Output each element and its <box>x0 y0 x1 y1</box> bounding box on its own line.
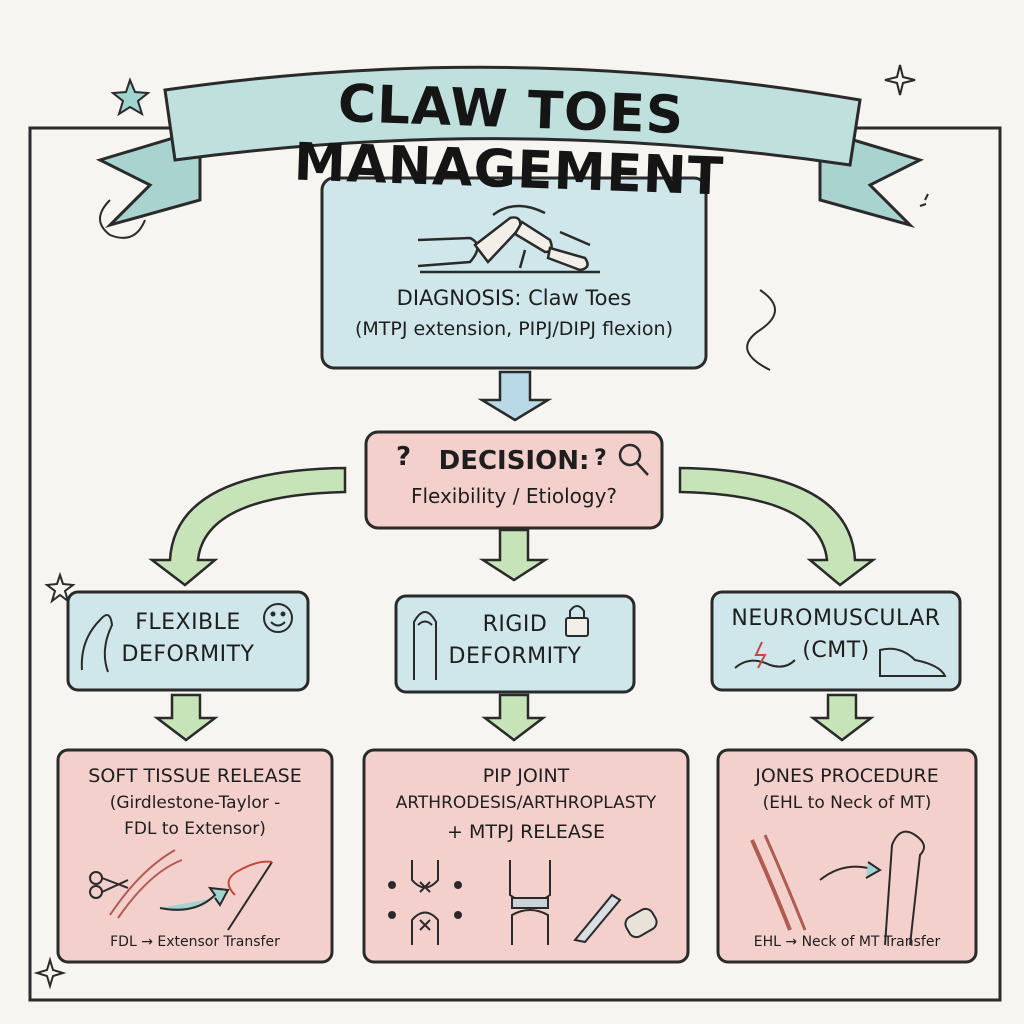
decision-box-shape <box>364 430 664 530</box>
scissors-tendon-icon <box>89 849 183 919</box>
rigid-deformity-box: RIGID DEFORMITY <box>396 596 634 692</box>
question-icon: ? <box>396 442 412 472</box>
procedure-title: PIP JOINT <box>482 765 570 787</box>
jones-procedure-box: JONES PROCEDURE (EHL to Neck of MT) EHL … <box>718 750 976 962</box>
smiley-icon <box>263 603 293 633</box>
category-label: DEFORMITY <box>448 644 582 669</box>
procedure-detail: FDL to Extensor) <box>124 819 266 839</box>
arrow-decision-to-flexible <box>148 466 347 587</box>
scalpel-icon <box>573 893 658 944</box>
decorative-doodles <box>33 64 929 990</box>
bent-toe-icon <box>80 614 114 673</box>
procedure-title: JONES PROCEDURE <box>755 765 939 787</box>
lock-icon <box>565 605 589 637</box>
arrow-decision-to-rigid <box>478 528 550 582</box>
decision-title: DECISION: <box>438 446 590 476</box>
release-box-shape <box>56 748 334 964</box>
arthrodesis-box: PIP JOINT ARTHRODESIS/ARTHROPLASTY + MTP… <box>364 750 688 962</box>
arrow-diagnosis-to-decision <box>477 370 553 422</box>
transfer-arrow-icon <box>159 886 230 911</box>
claw-toe-bones-icon <box>417 204 600 274</box>
category-label: NEUROMUSCULAR <box>731 606 941 631</box>
category-label: FLEXIBLE <box>135 610 241 635</box>
procedure-caption: EHL → Neck of MT Transfer <box>753 934 941 950</box>
procedure-detail: (Girdlestone-Taylor - <box>109 793 281 813</box>
procedure-detail: (EHL to Neck of MT) <box>762 793 932 813</box>
arrow-flexible-to-release <box>153 693 219 742</box>
arrow-decision-to-neuromuscular <box>678 466 877 587</box>
decision-box: DECISION: Flexibility / Etiology? <box>366 432 662 528</box>
nerve-lightning-icon <box>734 641 796 669</box>
diagnosis-detail: (MTPJ extension, PIPJ/DIPJ flexion) <box>355 318 673 340</box>
arrow-rigid-to-arthrodesis <box>481 693 547 742</box>
foot-icon <box>879 647 947 677</box>
decision-question: Flexibility / Etiology? <box>410 484 618 508</box>
category-label: RIGID <box>482 612 548 637</box>
question-icon: ? <box>594 446 607 471</box>
diagnosis-title: DIAGNOSIS: Claw Toes <box>396 286 632 310</box>
procedure-detail: ARTHRODESIS/ARTHROPLASTY <box>395 793 657 813</box>
flexible-box-shape <box>66 590 310 692</box>
tendon-transfer-icon <box>750 830 925 946</box>
procedure-caption: FDL → Extensor Transfer <box>110 934 280 950</box>
procedure-title: SOFT TISSUE RELEASE <box>88 765 302 787</box>
diagnosis-box: DIAGNOSIS: Claw Toes (MTPJ extension, PI… <box>322 178 706 368</box>
joint-fusion-icon <box>388 860 462 945</box>
magnifier-icon <box>618 443 649 476</box>
neuromuscular-box: NEUROMUSCULAR (CMT) <box>712 592 960 690</box>
flexible-deformity-box: FLEXIBLE DEFORMITY <box>68 592 308 690</box>
category-label: DEFORMITY <box>121 642 255 667</box>
soft-tissue-release-box: SOFT TISSUE RELEASE (Girdlestone-Taylor … <box>58 750 332 962</box>
procedure-detail: + MTPJ RELEASE <box>447 821 605 843</box>
title-banner <box>95 65 925 228</box>
toe-icon <box>413 611 437 680</box>
arrow-neuro-to-jones <box>809 693 875 742</box>
joint-implant-icon <box>509 860 551 945</box>
category-label: (CMT) <box>802 638 870 663</box>
needle-thread-icon <box>227 860 273 931</box>
